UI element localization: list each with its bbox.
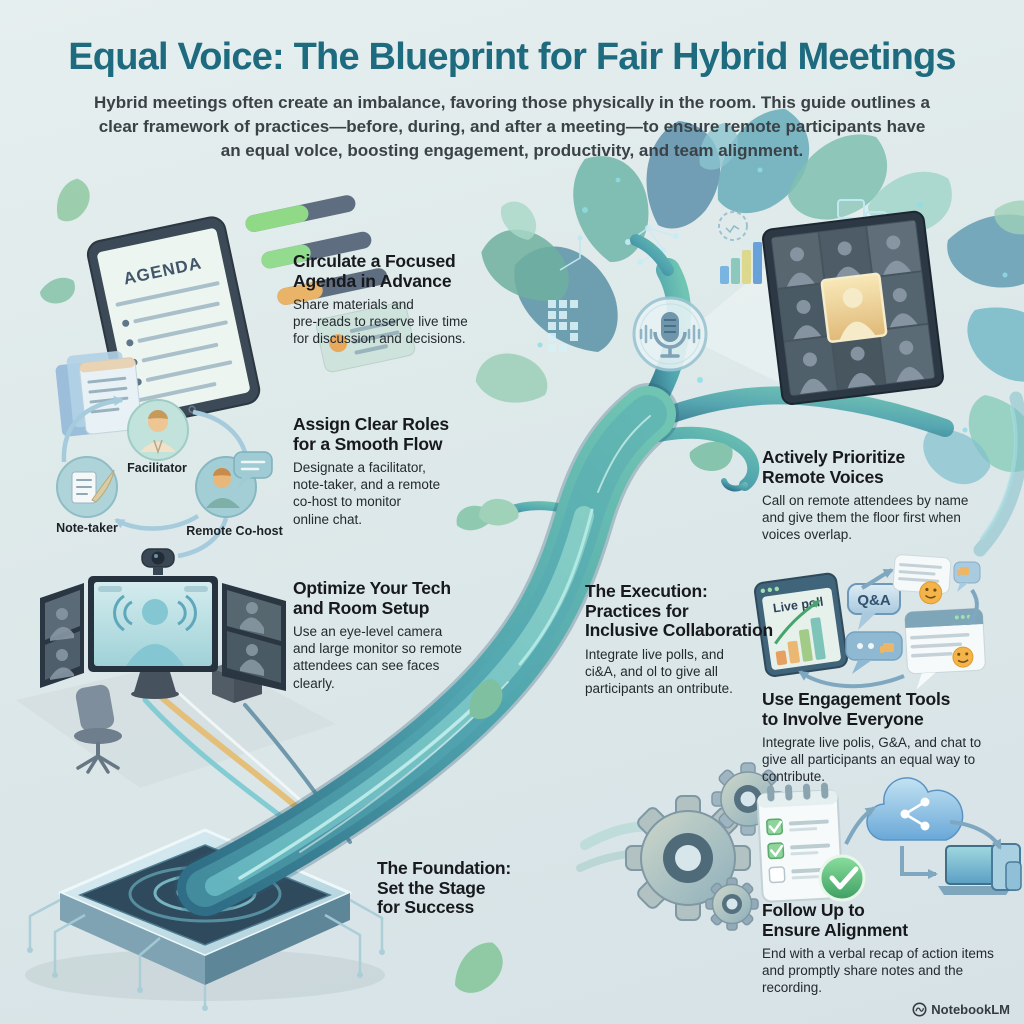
pixel-grid-accent <box>548 300 578 352</box>
section-remote-voices: Actively Prioritize Remote Voices Call o… <box>762 447 1007 544</box>
facilitator-label: Facilitator <box>127 461 187 475</box>
circuit-traces <box>27 898 385 1011</box>
microphone-icon <box>653 312 687 358</box>
bar-chart-icon <box>718 211 762 284</box>
section-engagement-title: Use Engagement Tools to Involve Everyone <box>762 689 951 729</box>
notebooklm-logo-icon <box>912 1002 927 1017</box>
section-execution: The Execution: Practices for Inclusive C… <box>585 581 790 697</box>
section-agenda: Circulate a Focused Agenda in Advance Sh… <box>293 251 483 348</box>
microphone-emblem <box>632 296 708 372</box>
section-follow-up: Follow Up to Ensure Alignment End with a… <box>762 900 1017 997</box>
follow-up-arrows <box>844 806 1002 879</box>
facilitator-avatar <box>127 399 189 461</box>
chat-window <box>904 607 986 690</box>
watermark: NotebookLM <box>912 1002 1010 1017</box>
devices-icon <box>938 843 1022 895</box>
reaction-bubble <box>845 631 903 674</box>
highlighted-speaker-cell <box>820 272 888 343</box>
note-taker-label: Note-taker <box>56 521 118 535</box>
participant-silhouettes <box>786 235 925 394</box>
section-roles-title: Assign Clear Roles for a Smooth Flow <box>293 414 449 454</box>
section-remote-voices-body: Call on remote attendees by name and giv… <box>762 493 969 543</box>
thumb-bubble <box>953 561 981 592</box>
cloud-share-icon <box>866 777 964 841</box>
sound-waves <box>113 594 197 632</box>
remote-cohost-label: Remote Co-host <box>186 524 283 538</box>
live-poll-label: Live poll <box>772 595 824 616</box>
section-tech: Optimize Your Tech and Room Setup Use an… <box>293 578 488 692</box>
section-foundation-title: The Foundation: Set the Stage for Succes… <box>377 858 512 918</box>
waveform-icon <box>639 324 701 344</box>
section-follow-up-title: Follow Up to Ensure Alignment <box>762 900 908 940</box>
page-subtitle: Hybrid meetings often create an imbalanc… <box>93 93 930 161</box>
watermark-label: NotebookLM <box>931 1002 1010 1017</box>
section-execution-body: Integrate live polls, and ci&A, and ol t… <box>585 646 733 697</box>
note-taker-icon <box>56 456 118 518</box>
remote-cohost-icon <box>195 451 273 518</box>
office-chair <box>74 684 122 774</box>
monitor-setup <box>40 548 286 774</box>
section-follow-up-body: End with a verbal recap of action items … <box>762 946 994 996</box>
roles-diagram <box>56 395 273 559</box>
section-agenda-title: Circulate a Focused Agenda in Advance <box>293 251 456 291</box>
section-engagement: Use Engagement Tools to Involve Everyone… <box>762 689 1017 786</box>
page-title: Equal Voice: The Blueprint for Fair Hybr… <box>68 36 956 78</box>
speaking-person-silhouette <box>126 599 184 666</box>
section-roles-body: Designate a facilitator, note-taker, and… <box>293 460 441 527</box>
qa-bubble: Q&A <box>847 583 901 630</box>
check-badge-icon <box>818 854 866 902</box>
engagement-tools: Live poll Q&A <box>754 554 986 690</box>
chat-bubble-icon <box>233 451 273 488</box>
section-engagement-body: Integrate live polis, G&A, and chat to g… <box>762 735 982 785</box>
tree-trunk <box>174 383 679 999</box>
header: Equal Voice: The Blueprint for Fair Hybr… <box>0 36 1024 163</box>
section-agenda-body: Share materials and pre-reads to reserve… <box>293 297 468 347</box>
follow-up-illustration <box>756 777 1022 903</box>
spotlight-beam <box>700 250 786 386</box>
section-foundation: The Foundation: Set the Stage for Succes… <box>377 858 537 923</box>
engagement-arrows <box>798 568 979 689</box>
video-grid-panel <box>762 210 944 405</box>
documents-icon <box>55 351 143 437</box>
chat-card <box>892 554 952 605</box>
gear-tiny-icon <box>705 877 759 931</box>
section-roles: Assign Clear Roles for a Smooth Flow Des… <box>293 414 478 528</box>
section-remote-voices-title: Actively Prioritize Remote Voices <box>762 447 906 487</box>
section-execution-title: The Execution: Practices for Inclusive C… <box>585 581 773 641</box>
gears-illustration <box>576 762 785 931</box>
section-tech-title: Optimize Your Tech and Room Setup <box>293 578 451 618</box>
progress-bars-icon <box>245 195 416 373</box>
section-tech-body: Use an eye-level camera and large monito… <box>293 624 462 691</box>
note-card-icon <box>315 302 416 373</box>
webcam-icon <box>141 548 175 575</box>
gear-large-icon <box>625 795 751 921</box>
qa-label: Q&A <box>857 592 891 609</box>
sparkle-dots <box>537 167 1008 433</box>
